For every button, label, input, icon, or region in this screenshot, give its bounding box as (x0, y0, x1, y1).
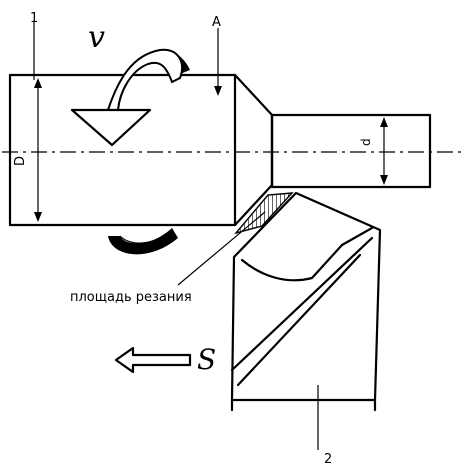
dimension-d (380, 117, 388, 185)
label-v: v (88, 20, 105, 55)
workpiece (8, 73, 432, 227)
label-A: A (212, 15, 221, 30)
feed-arrow-icon (114, 346, 192, 374)
label-S: S (197, 343, 216, 376)
label-d: d (359, 138, 373, 146)
label-1: 1 (30, 11, 38, 26)
rotation-arrow-icon (70, 48, 183, 147)
leader-cutting-area (177, 211, 266, 286)
label-cutting-area: площадь резания (70, 290, 192, 305)
label-D: D (13, 156, 28, 166)
cutting-tool (230, 191, 382, 412)
label-2: 2 (324, 452, 332, 467)
dimension-D (34, 78, 42, 222)
